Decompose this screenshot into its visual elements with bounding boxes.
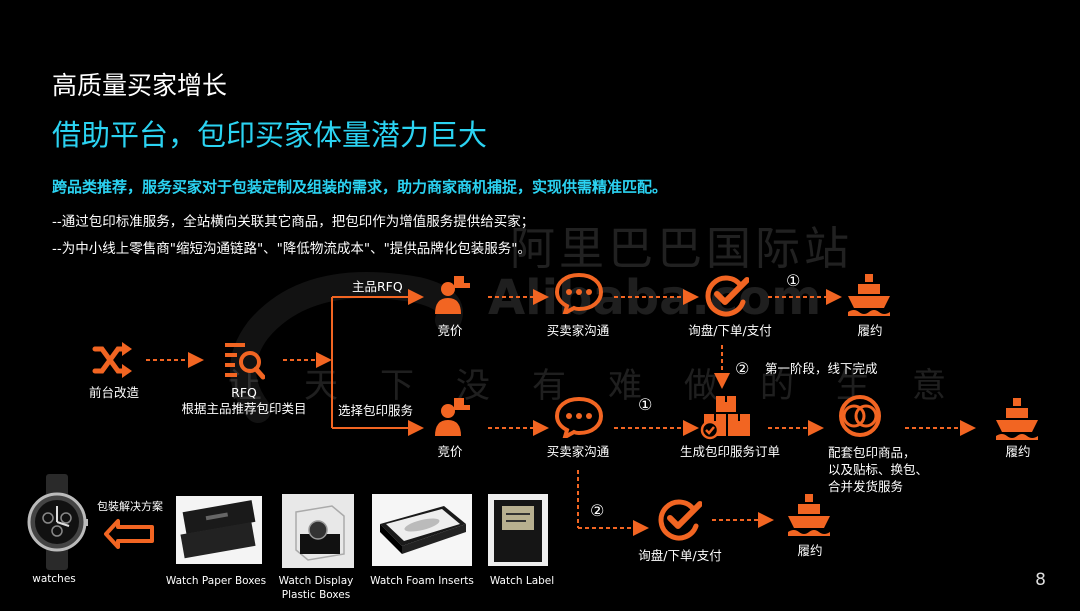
watch-image [27, 474, 88, 570]
node-rfq-sublabel: 根据主品推荐包印类目 [181, 401, 307, 416]
node-start-label: 前台改造 [88, 385, 140, 400]
node-fulfill-label-3: 履约 [797, 543, 823, 558]
package-boxes-icon [700, 396, 750, 440]
node-chat-label-2: 买卖家沟通 [546, 444, 610, 459]
chat-bubble-icon [554, 272, 604, 314]
node-fulfill-label-1: 履约 [857, 323, 883, 338]
product-label-foam-inserts: Watch Foam Inserts [370, 575, 474, 587]
order-check-icon [705, 275, 749, 317]
node-order-label-1: 询盘/下单/支付 [688, 323, 772, 338]
bundle-service-icon [839, 395, 881, 437]
node-bid-label-2: 竞价 [437, 444, 463, 459]
product-photo-paper-boxes [176, 496, 262, 564]
bidding-person-icon [435, 276, 470, 314]
ship-icon [848, 274, 890, 316]
node-rfq-label: RFQ [231, 385, 257, 400]
bullet-2: --为中小线上零售商"缩短沟通链路"、"降低物流成本"、"提供品牌化包装服务"。 [52, 241, 531, 257]
watermark-chinese: 阿里巴巴国际站 [510, 222, 854, 275]
node-chat-label-1: 买卖家沟通 [546, 323, 610, 338]
product-photo-foam-inserts [372, 494, 472, 566]
product-label-paper-boxes: Watch Paper Boxes [165, 575, 267, 587]
slide-subtitle: 借助平台，包印买家体量潜力巨大 [52, 118, 488, 152]
node-order-label-3: 询盘/下单/支付 [638, 548, 722, 563]
product-label-watch-label: Watch Label [489, 575, 555, 587]
page-number: 8 [1035, 570, 1046, 590]
branch-label-select-service: 选择包印服务 [338, 403, 414, 418]
node-bundle-label: 配套包印商品， 以及贴标、换包、 合并发货服务 [828, 445, 929, 494]
product-photo-display-boxes [282, 494, 354, 568]
branch-label-main-rfq: 主品RFQ [352, 279, 403, 294]
node-fulfill-label-2: 履约 [1005, 444, 1031, 459]
arrow-left-icon [104, 519, 154, 549]
order-check-icon [658, 499, 702, 541]
rfq-list-search-icon [225, 343, 265, 380]
bullet-1: --通过包印标准服务，全站横向关联其它商品，把包印作为增值服务提供给买家； [52, 214, 535, 230]
bidding-person-icon [435, 398, 470, 436]
step-marker-2-bottom: ② [590, 501, 605, 520]
node-create-order-label: 生成包印服务订单 [679, 444, 781, 459]
chat-bubble-icon [554, 396, 604, 438]
watch-label: watches [32, 573, 76, 585]
product-photo-label [488, 494, 548, 566]
ship-icon [788, 494, 830, 536]
ship-icon [996, 398, 1038, 440]
highlight-text: 跨品类推荐，服务买家对于包装定制及组装的需求，助力商家商机捕捉，实现供需精准匹配… [52, 178, 668, 196]
product-label-display-boxes: Watch Display Plastic Boxes [278, 575, 354, 601]
step-marker-1-top: ① [786, 271, 801, 290]
node-bid-label-1: 竞价 [437, 323, 463, 338]
slide-title: 高质量买家增长 [52, 71, 228, 100]
solution-label: 包裝解决方案 [97, 500, 163, 513]
step-marker-1-mid: ① [638, 395, 653, 414]
stage-note: 第一阶段，线下完成 [765, 361, 878, 376]
shuffle-icon [92, 342, 132, 378]
step-marker-2-stage: ② [735, 359, 750, 378]
